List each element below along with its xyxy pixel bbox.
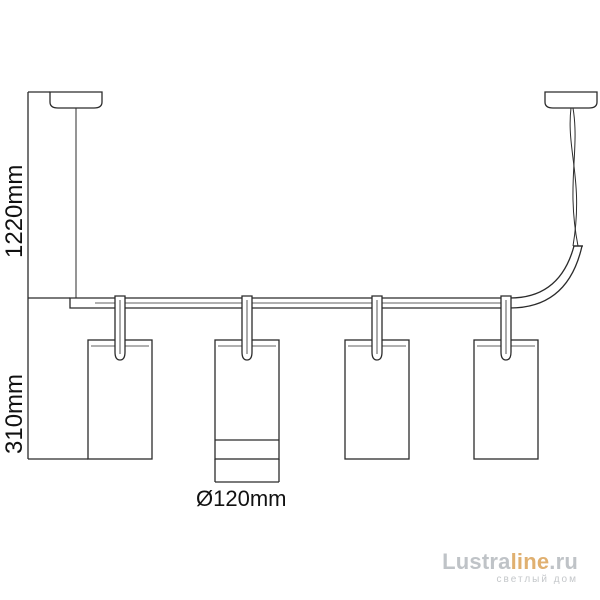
watermark-logo: Lustraline.ru светлый дом [442, 551, 578, 586]
ceiling-canopy-right [544, 91, 598, 109]
watermark-brand-main: Lustra [442, 549, 511, 574]
watermark-brand: Lustraline.ru [442, 551, 578, 573]
watermark-tagline: светлый дом [496, 574, 578, 585]
suspension-cable-right-strand [572, 107, 579, 247]
watermark-brand-suffix: .ru [549, 549, 578, 574]
watermark-brand-accent: line [510, 549, 550, 574]
dimension-label-height-bottom: 310mm [1, 374, 28, 454]
dimension-label-diameter: Ø120mm [196, 486, 286, 511]
suspension-cable-right [569, 107, 578, 247]
dimension-label-height-top: 1220mm [1, 165, 28, 258]
ceiling-canopy-left [49, 91, 103, 109]
